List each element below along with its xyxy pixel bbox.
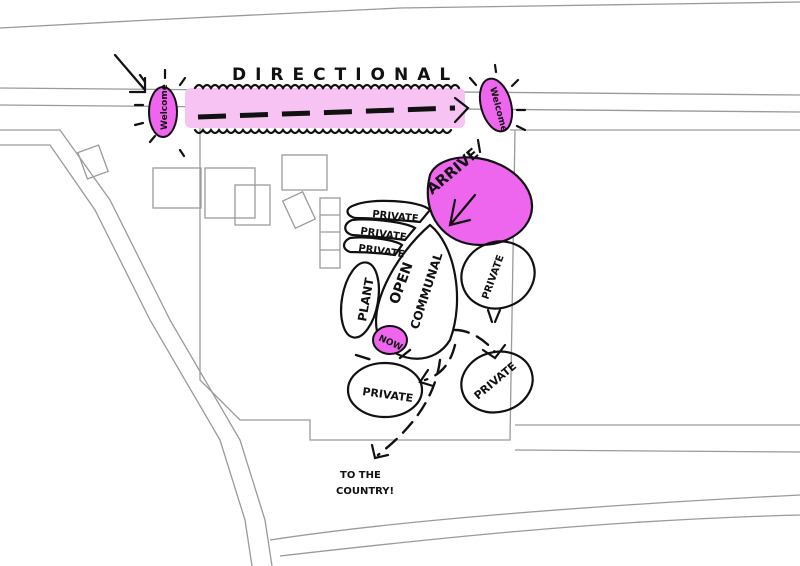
communal-label: COMMUNAL: [408, 251, 446, 331]
to-the-label: TO THE: [340, 470, 381, 481]
private-bottom-right-label: PRIVATE: [472, 360, 519, 403]
arrive-zone: ARRIVE: [423, 144, 534, 247]
country-label: COUNTRY!: [336, 486, 394, 497]
open-label: OPEN: [387, 260, 417, 306]
private-right-label: PRIVATE: [480, 253, 506, 301]
private-right-zone: PRIVATE: [460, 240, 536, 310]
glow-marks: [133, 63, 527, 158]
route-arrow-icon: [453, 96, 470, 124]
welcome-right: Welcome: [478, 77, 514, 133]
welcome-left-label: Welcome: [160, 84, 170, 130]
route-dashes: [197, 105, 456, 120]
directional-band: [185, 88, 465, 128]
private-label-2: PRIVATE: [360, 226, 408, 243]
entry-arrow-icon: [113, 53, 147, 94]
tie-icon: [486, 308, 502, 324]
private-bottom-left-label: PRIVATE: [362, 385, 414, 405]
private-bottom-left-zone: PRIVATE: [346, 361, 424, 419]
welcome-left: Welcome: [148, 84, 178, 138]
now-zone: NOW: [372, 325, 408, 355]
directional-route: [113, 53, 470, 135]
private-stack: PRIVATE PRIVATE PRIVATE: [342, 199, 432, 260]
arrow-icon: [481, 343, 507, 360]
private-label-3: PRIVATE: [358, 243, 406, 260]
arrow-icon: [370, 443, 390, 460]
arrive-arrow-icon: [448, 193, 477, 227]
movement-paths: [354, 308, 507, 460]
arrow-icon: [418, 368, 435, 388]
private-label-1: PRIVATE: [372, 209, 419, 225]
directional-label: DIRECTIONAL: [232, 65, 459, 85]
